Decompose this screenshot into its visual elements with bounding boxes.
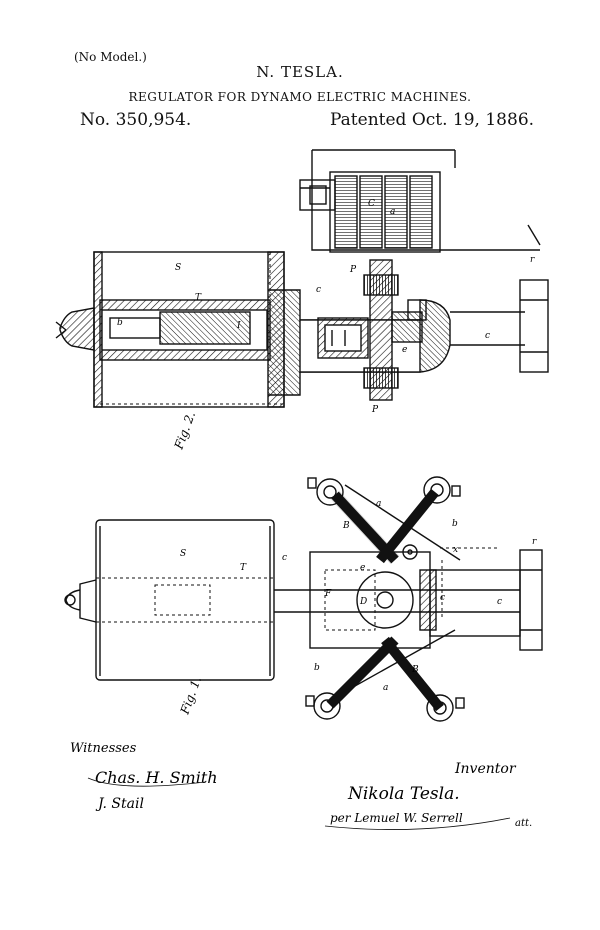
- signatures: Witnesses Chas. H. Smith J. Stail Invent…: [70, 741, 532, 830]
- figure-1-caption: Fig. 1.: [177, 675, 204, 717]
- ref-a-fig2: a: [390, 207, 395, 217]
- ref-r-fig2: r: [530, 255, 535, 265]
- ref-c-fig2: c: [316, 285, 321, 295]
- attorney-signature: per Lemuel W. Serrell: [330, 811, 463, 825]
- patent-date: Patented Oct. 19, 1886.: [330, 110, 535, 130]
- figure-1-drawing: [64, 476, 543, 722]
- inventor-signature: Nikola Tesla.: [347, 784, 460, 804]
- inventor-label: Inventor: [454, 761, 517, 777]
- ref-r-fig1: r: [532, 537, 537, 547]
- ref-C-fig2: C: [368, 199, 375, 209]
- ref-e-fig1: e: [360, 563, 365, 573]
- figure-2-caption: Fig. 2.: [171, 410, 198, 452]
- ref-F-fig1: F: [324, 589, 332, 599]
- ref-T-fig1: T: [240, 563, 247, 573]
- ref-b-fig1-bottom: b: [314, 663, 320, 673]
- ref-D-fig1: D: [359, 597, 367, 607]
- figure-2-drawing: [55, 149, 549, 408]
- ref-a-fig1-top: a: [376, 499, 381, 509]
- witnesses-label: Witnesses: [70, 741, 137, 756]
- patent-title: REGULATOR FOR DYNAMO ELECTRIC MACHINES.: [128, 90, 472, 104]
- ref-S-fig1: S: [180, 549, 186, 559]
- witness-1-signature: Chas. H. Smith: [95, 768, 218, 787]
- ref-e-fig2: e: [402, 345, 407, 355]
- no-model-label: (No Model.): [74, 50, 147, 64]
- ref-b-fig1-top: b: [452, 519, 458, 529]
- inventor-name: N. TESLA.: [256, 63, 344, 81]
- patent-number: No. 350,954.: [80, 110, 192, 130]
- ref-B-fig1-bottom: B: [411, 665, 419, 675]
- ref-c-fig1: c: [282, 553, 287, 563]
- witness-2-signature: J. Stail: [95, 796, 144, 812]
- ref-c-frame-fig1: c: [440, 593, 445, 603]
- ref-P-fig2-bottom: P: [371, 405, 379, 415]
- ref-S-fig2: S: [175, 263, 181, 273]
- ref-T-fig2: T: [195, 293, 202, 303]
- ref-c-column-fig1: c: [497, 597, 502, 607]
- ref-P-fig2-top: P: [349, 265, 357, 275]
- ref-a-fig1-bottom: a: [383, 683, 388, 693]
- ref-x-fig1: x: [453, 545, 458, 555]
- ref-b-fig2: b: [117, 318, 123, 328]
- ref-B-fig1-top: B: [342, 521, 350, 531]
- attorney-suffix: att.: [515, 818, 532, 829]
- ref-c-shaft-fig2: c: [485, 331, 490, 341]
- ref-I-fig2: I: [236, 321, 241, 331]
